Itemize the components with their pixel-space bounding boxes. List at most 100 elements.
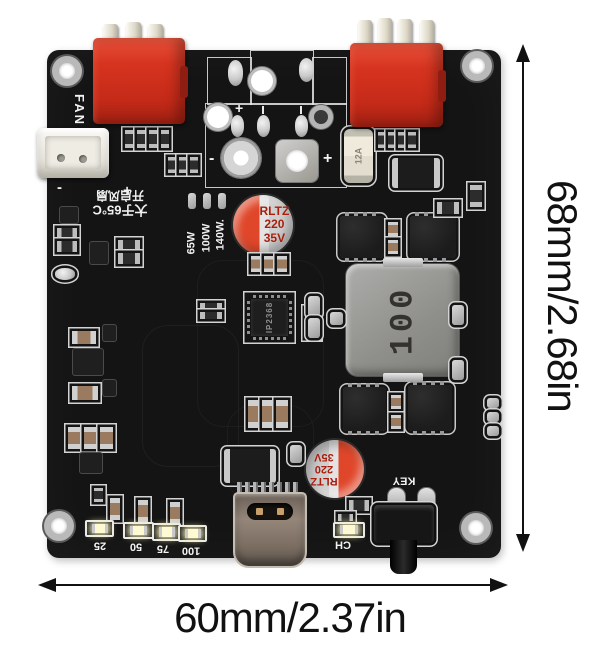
- smd-component: [57, 241, 77, 252]
- smd-component: [391, 415, 401, 429]
- output-terminal-connector: [350, 43, 446, 127]
- diode: [392, 158, 440, 188]
- smd-component: [200, 312, 222, 319]
- usb-contact: [256, 508, 263, 515]
- smd-component: [487, 412, 499, 422]
- smd-component: [168, 157, 176, 173]
- arrow-down-icon: [516, 534, 530, 552]
- key-push-button: [374, 505, 434, 543]
- power-level-label: 140W.: [214, 219, 227, 251]
- smd-component: [72, 386, 98, 400]
- battery-led: [152, 523, 181, 541]
- smd-component: [308, 318, 320, 338]
- smd-component: [470, 185, 482, 207]
- smd-component: [190, 157, 198, 173]
- solder-pad: [228, 60, 243, 86]
- electrolytic-capacitor: RLTZ 220 35V: [233, 195, 293, 255]
- screw-hole-bottom-right: [461, 513, 491, 543]
- connector-pin: [420, 20, 434, 50]
- capacitor-voltage: 35V: [263, 230, 286, 245]
- solder-pad: [231, 115, 244, 137]
- arrow-left-icon: [38, 578, 56, 592]
- smd-component: [251, 256, 261, 272]
- smd-component: [378, 132, 386, 148]
- inductor-marking: 100: [383, 285, 421, 355]
- usb-c-port: [233, 492, 307, 568]
- smd-component: [179, 157, 187, 173]
- battery-led-label: 100: [181, 544, 201, 557]
- capacitor-brand: RLTZ: [259, 203, 290, 218]
- ic-small: [80, 453, 102, 473]
- smd-component: [248, 400, 260, 428]
- smd-component: [452, 305, 464, 325]
- smd-component: [200, 303, 222, 310]
- ic-pins: [247, 301, 250, 334]
- battery-led: [178, 525, 207, 542]
- smd-component: [57, 228, 77, 239]
- battery-led-label: 25: [93, 539, 107, 552]
- fan-minus-mark: -: [57, 179, 62, 196]
- smd-component: [398, 132, 406, 148]
- usb-c-pins: [237, 482, 299, 494]
- mosfet: [340, 212, 384, 262]
- arrow-right-icon: [490, 578, 508, 592]
- smd-component: [277, 256, 287, 272]
- thermal-note-line1: 大于65°C: [92, 202, 148, 218]
- arrow-up-icon: [516, 44, 530, 62]
- power-level-label: 65W: [185, 231, 198, 255]
- width-dimension-line: [50, 584, 496, 586]
- jumper-pad: [218, 193, 226, 209]
- ic-pins: [289, 301, 292, 334]
- smd-component: [137, 130, 145, 148]
- jst-cavity: [45, 136, 101, 169]
- smd-component: [170, 502, 180, 524]
- jst-pin: [79, 155, 87, 163]
- pad-plus-mark: +: [323, 150, 333, 167]
- smd-component: [437, 202, 459, 214]
- connector-pin: [398, 19, 412, 49]
- smd-component: [487, 426, 499, 436]
- through-hole: [251, 70, 273, 92]
- solder-pad: [295, 115, 308, 137]
- power-pad-positive: [276, 140, 318, 182]
- pcb-trace: [142, 325, 239, 467]
- ic-die: IP2368: [251, 299, 288, 336]
- through-hole: [309, 105, 333, 129]
- smd-component: [118, 253, 140, 264]
- battery-led-label: 75: [156, 542, 170, 555]
- smd-component: [276, 400, 288, 428]
- transistor: [60, 207, 78, 223]
- pad-tick: [300, 106, 302, 114]
- thermal-note-line2: 开启风扇: [96, 188, 145, 203]
- capacitor-marking: RLTZ 220 35V: [256, 203, 293, 245]
- mosfet: [343, 383, 386, 435]
- fuse-label: 12A: [353, 147, 364, 165]
- key-button-stem: [390, 540, 417, 574]
- jumper-pad: [203, 193, 211, 209]
- electrolytic-capacitor: RLTZ 220 35V: [306, 440, 364, 498]
- screw-hole-top-right: [462, 51, 492, 81]
- pad-tick: [262, 106, 264, 114]
- pcb-trace: [197, 260, 324, 427]
- main-ic: IP2368: [247, 295, 292, 340]
- smd-component: [125, 130, 133, 148]
- input-terminal-connector: [93, 38, 188, 124]
- screw-hole-bottom-left: [44, 511, 74, 541]
- fuse-12a: 12A: [344, 129, 373, 183]
- smd-component: [103, 380, 116, 396]
- smd-component: [94, 488, 103, 502]
- capacitor-voltage: 35V: [314, 450, 334, 463]
- smd-component: [264, 256, 274, 272]
- smd-component: [338, 514, 353, 521]
- battery-led-label: 50: [129, 540, 143, 553]
- smd-component: [349, 500, 369, 511]
- usb-contact: [277, 508, 284, 515]
- smd-component: [388, 132, 396, 148]
- smd-component: [138, 500, 148, 522]
- fan-plus-mark: +: [123, 182, 132, 198]
- smd-component: [84, 427, 97, 449]
- smd-component: [388, 222, 398, 236]
- fan-label: FAN: [71, 94, 87, 126]
- jumper-pad: [188, 193, 196, 209]
